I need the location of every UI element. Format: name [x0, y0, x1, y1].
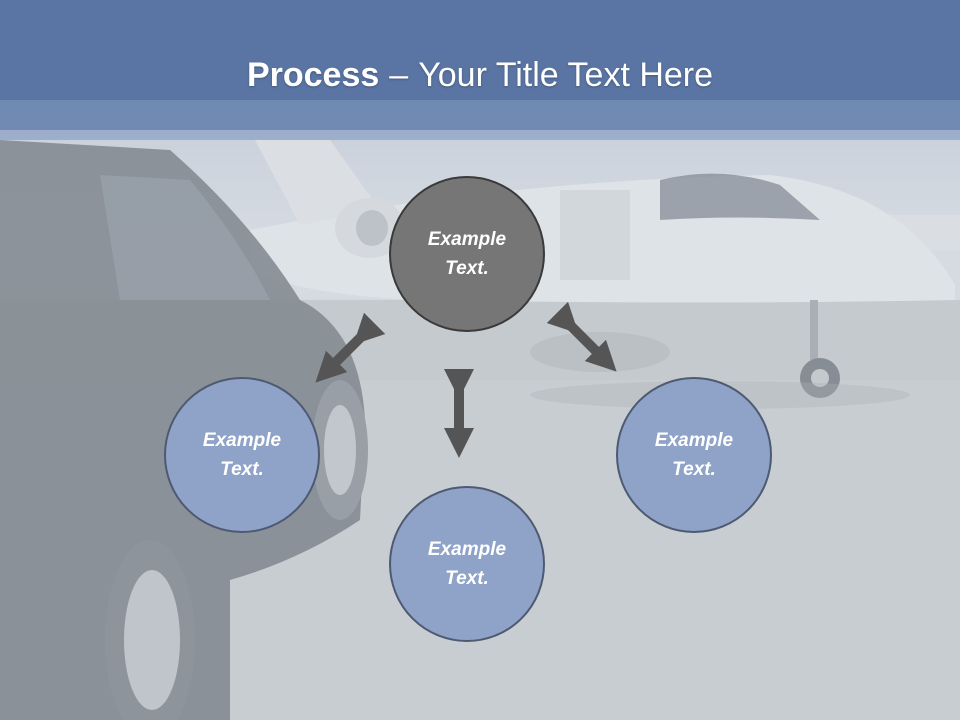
title-rest: Your Title Text Here	[418, 55, 714, 94]
node-right: Example Text.	[616, 377, 772, 533]
arrow-center-right	[546, 301, 617, 372]
title-bold: Process	[246, 55, 380, 94]
node-bottom: Example Text.	[389, 486, 545, 642]
slide-title: Process – Your Title Text Here	[0, 40, 960, 110]
title-dash: –	[389, 55, 409, 94]
node-left: Example Text.	[164, 377, 320, 533]
node-center: Example Text.	[389, 176, 545, 332]
arrow-center-left	[315, 312, 386, 383]
